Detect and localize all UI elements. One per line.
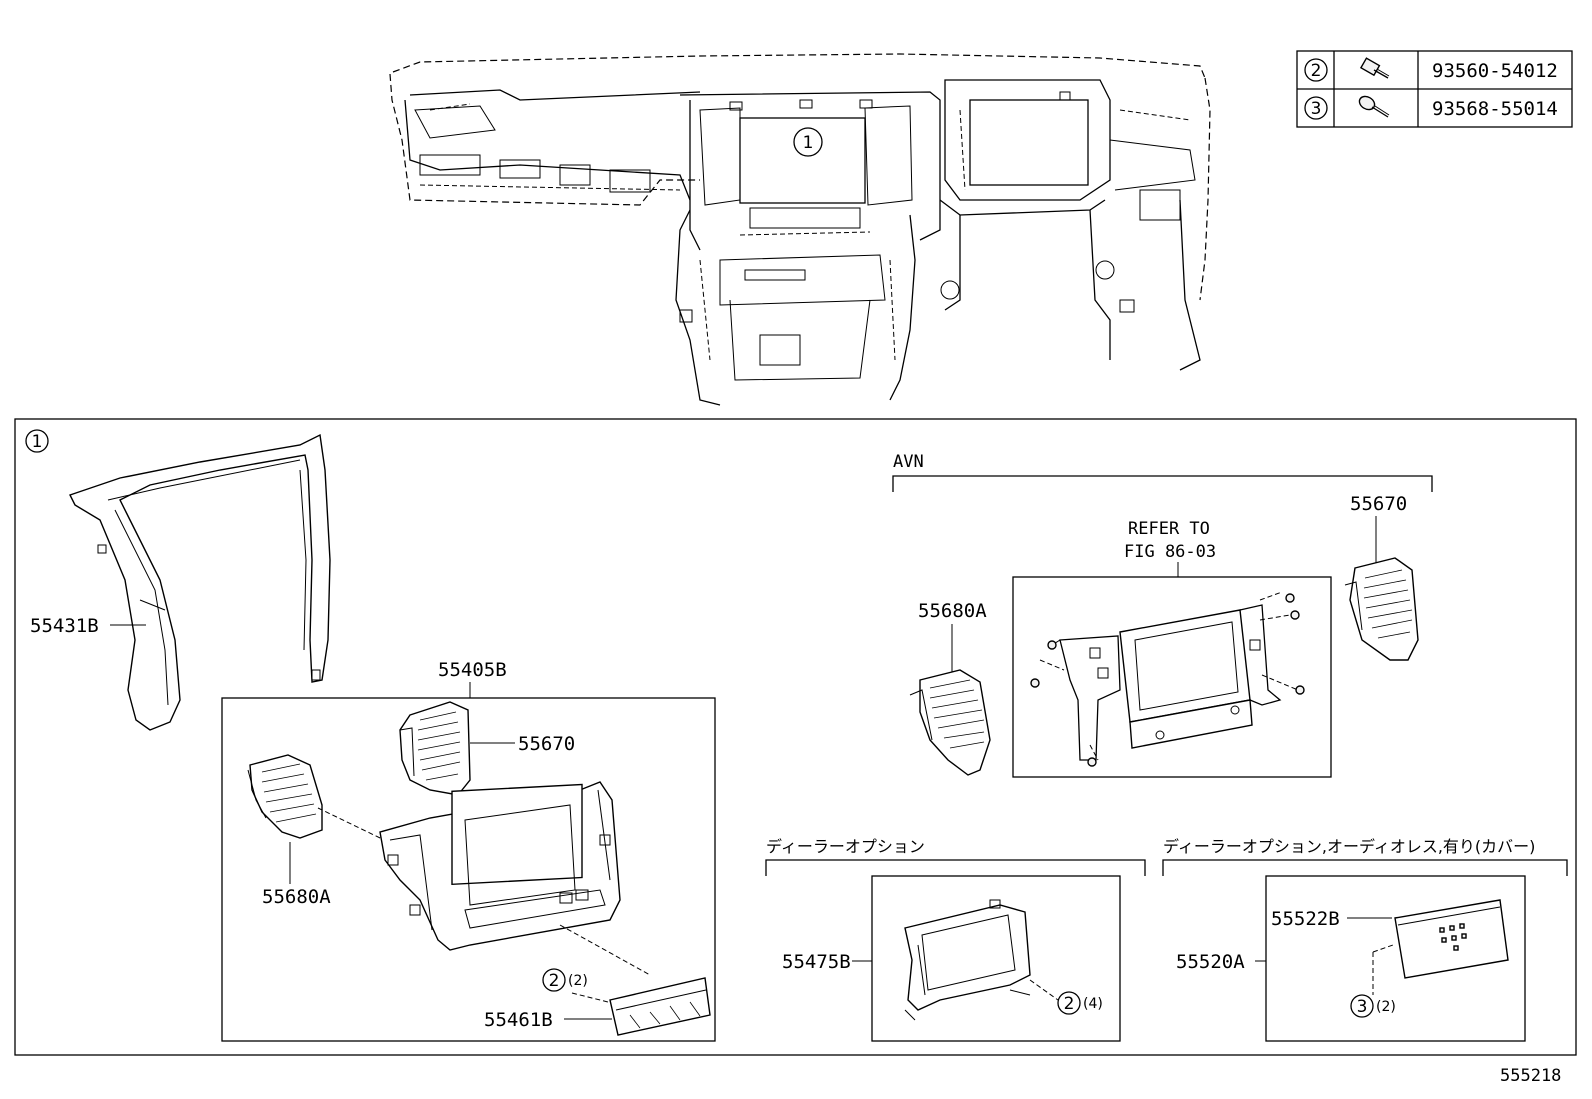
dealer-option-box [871,875,1121,1042]
detail-frame [14,418,1577,1056]
part-55680A-vent-left [247,754,323,839]
label-refer-to: REFER TO [1128,519,1210,539]
bolt-icon [1359,57,1390,79]
fastener-callout-522: 3 (2) [1350,994,1396,1018]
detail-callout-1: 1 [25,429,49,453]
fastener-legend-table: 2 93560-54012 3 93568-55014 [1296,50,1573,128]
svg-text:1: 1 [32,432,43,452]
part-55461B-bracket [609,977,711,1036]
leader-dash-55461B [559,924,651,976]
screw-icon [1358,95,1390,118]
legend-row-2: 2 93560-54012 [1304,57,1558,82]
label-fig-ref: FIG 86-03 [1124,542,1216,562]
part-55475B-panel [904,899,1031,1021]
label-dealer-option-cover: ディーラーオプション,オーディオレス,有り(カバー) [1163,837,1535,856]
figure-id: 555218 [1500,1066,1561,1086]
part-55680A-vent-right [909,669,991,776]
label-55680A-right: 55680A [918,600,987,622]
svg-text:(2): (2) [1376,999,1396,1015]
legend-row-3: 3 93568-55014 [1304,95,1558,120]
label-55670-right: 55670 [1350,493,1407,515]
label-55431B: 55431B [30,615,99,637]
part-55522B-cover [1394,899,1509,979]
legend-ref-2: 2 [1311,61,1322,81]
avn-bracket [892,475,1433,492]
leader-dash-fastener-522b [1372,944,1394,953]
label-55670-left: 55670 [518,733,575,755]
dealer-option-bracket [765,859,1146,876]
svg-text:(4): (4) [1083,996,1103,1012]
fastener-callout-475: 2 (4) [1057,991,1103,1015]
assembly-55405B-box [221,697,716,1042]
dashboard-callout-1: 1 [803,133,814,153]
label-dealer-option: ディーラーオプション [766,837,925,856]
part-55670-vent-left [399,701,471,796]
dealer-option-cover-box [1265,875,1526,1042]
label-55461B: 55461B [484,1009,553,1031]
label-55522B: 55522B [1271,908,1340,930]
label-avn: AVN [893,452,924,472]
dealer-option-cover-bracket [1162,859,1568,876]
leader-dash-fastener-475 [1029,979,1059,1001]
svg-text:2: 2 [1064,994,1075,1014]
legend-part-no-2: 93560-54012 [1432,60,1558,82]
svg-text:2: 2 [549,971,560,991]
dashboard-overview: 1 [389,53,1211,406]
svg-text:(2): (2) [568,973,588,989]
label-55475B: 55475B [782,951,851,973]
part-55431B-bezel [69,433,331,731]
legend-part-no-3: 93568-55014 [1432,98,1558,120]
legend-ref-3: 3 [1311,99,1322,119]
part-55670-vent-right [1344,557,1419,661]
label-55680A-left: 55680A [262,886,331,908]
avn-unit-box [1012,576,1332,778]
svg-text:3: 3 [1357,997,1368,1017]
fastener-callout-461: 2 (2) [542,968,588,992]
part-avn-unit [1030,591,1305,767]
label-55405B: 55405B [438,659,507,681]
label-55520A: 55520A [1176,951,1245,973]
part-55405B-panel [379,781,621,951]
